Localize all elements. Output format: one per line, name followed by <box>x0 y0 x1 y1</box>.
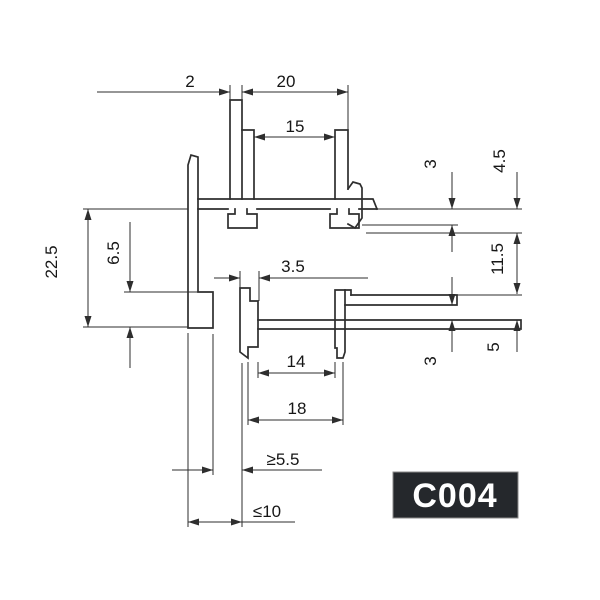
dim-label-lower-right-slot: 3 <box>421 356 440 365</box>
dim-label-clearance-max: ≤10 <box>253 502 281 521</box>
top-channel-right-wall <box>334 129 349 200</box>
left-flange-outline <box>187 153 214 329</box>
product-code-text: C004 <box>412 477 497 515</box>
dim-label-lower-wall-thickness: 3.5 <box>281 257 305 276</box>
dim-label-fin-thickness: 2 <box>185 72 194 91</box>
dimension-lines <box>87 91 518 523</box>
extension-lines <box>83 85 522 527</box>
top-channel-left-wall <box>241 129 255 200</box>
dim-label-left-total-height: 22.5 <box>42 245 61 278</box>
arm-left-hook <box>344 289 352 296</box>
dimension-labels: 2 20 15 3.5 14 18 ≥5.5 ≤10 22.5 6.5 3 4.… <box>42 72 509 521</box>
product-code-background <box>392 471 519 519</box>
product-code-badge: C004 <box>392 471 519 519</box>
lower-channel-left-wall <box>239 287 259 360</box>
right-hook <box>346 181 363 230</box>
dim-label-upper-right-gap: 3 <box>421 159 440 168</box>
arm-top-plate <box>344 294 458 306</box>
dim-label-lower-right-depth: 5 <box>484 342 503 351</box>
dim-label-upper-right-depth: 4.5 <box>490 149 509 173</box>
profile-upper-section <box>187 99 379 329</box>
dim-label-top-outer-width: 20 <box>277 72 296 91</box>
lower-channel-right-wall <box>334 289 346 359</box>
dim-label-top-inner-width: 15 <box>286 117 305 136</box>
dim-label-lower-outer-width: 18 <box>288 399 307 418</box>
dim-label-left-step-height: 6.5 <box>104 241 123 265</box>
dim-label-lower-inner-width: 14 <box>287 352 306 371</box>
profile-lower-section <box>239 287 522 360</box>
web-top-edge <box>197 198 379 211</box>
left-foot <box>227 208 258 229</box>
dim-label-right-middle-gap: 11.5 <box>488 243 507 275</box>
arm-bottom-plate <box>257 319 522 330</box>
fin-outline <box>229 99 243 200</box>
dimension-arrowheads <box>84 88 521 526</box>
dim-label-clearance-min: ≥5.5 <box>267 450 300 469</box>
right-foot <box>329 208 360 229</box>
